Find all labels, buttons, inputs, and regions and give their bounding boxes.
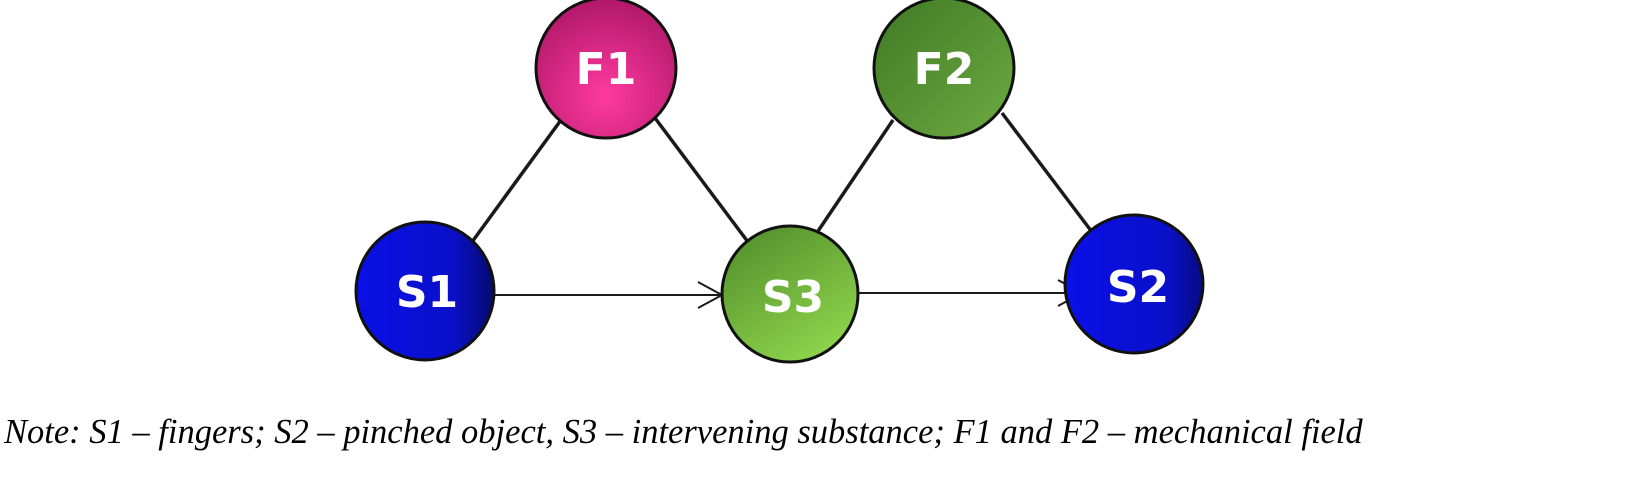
su-field-diagram: F1 F2 S1 S3 S2 (354, 0, 1205, 364)
node-s2-label: S2 (1107, 262, 1169, 313)
node-f1-label: F1 (576, 44, 637, 95)
node-s1-label: S1 (396, 267, 458, 318)
node-s3: S3 (720, 224, 860, 364)
arrow-s3-s2 (858, 279, 1085, 307)
node-s3-label: S3 (762, 272, 824, 323)
node-f2-label: F2 (914, 44, 975, 95)
edge-f1-s3 (653, 116, 750, 244)
edge-f2-s2 (1000, 111, 1094, 234)
edge-f1-s1 (470, 118, 563, 244)
edge-f2-s3 (810, 119, 895, 241)
diagram-note: Note: S1 – fingers; S2 – pinched object,… (4, 413, 1363, 451)
node-f2: F2 (872, 0, 1016, 140)
node-f1: F1 (534, 0, 678, 140)
node-s2: S2 (1063, 213, 1205, 355)
arrow-s1-s3 (493, 281, 725, 309)
node-s1: S1 (354, 220, 496, 362)
